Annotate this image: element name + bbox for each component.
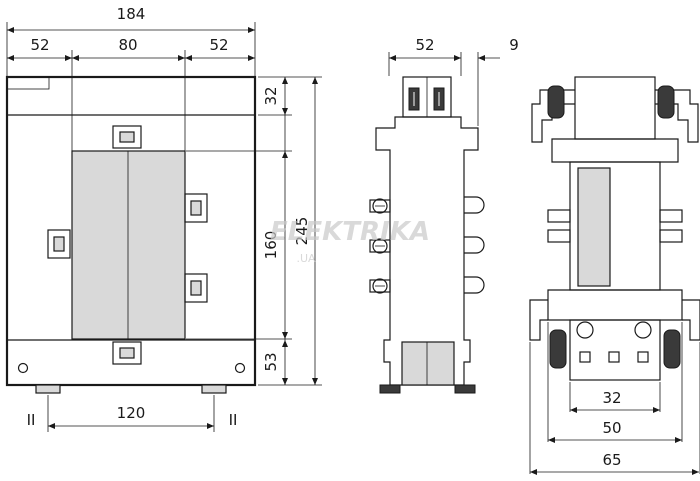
side-dimensions [388,52,500,126]
dim-side-body-width: 52 [415,36,434,54]
end-base-section [547,289,683,321]
watermark-brand: ELEKTRIKA [270,217,430,247]
dim-right-margin: 52 [209,36,228,54]
end-terminal-block [569,319,661,381]
end-tab-left-lower [547,229,571,243]
dim-bottom-height: 53 [262,352,280,371]
end-terminal-screw-left [576,321,594,339]
side-foot-right [454,384,476,394]
side-hooks-right [464,196,485,294]
front-foot-right [201,384,227,394]
end-terminal-screw-right [634,321,652,339]
front-view [5,75,257,394]
end-dimensions [529,322,700,475]
end-bottom-clip-right [663,299,700,369]
front-mount-hole-left [17,362,29,374]
front-dimensions [6,22,322,432]
dim-mount-spacing: 120 [117,404,146,422]
end-tab-right-lower [659,229,683,243]
front-body-outline [5,75,257,387]
side-view [369,76,485,394]
watermark-domain: .UA [296,252,316,265]
dim-left-margin: 52 [30,36,49,54]
front-window [71,150,186,340]
dim-overall-width: 184 [117,5,146,23]
front-foot-left [35,384,61,394]
end-top-block [574,76,656,140]
side-base-block [401,341,455,386]
end-terminal-square-left [579,351,591,363]
end-top-clip-left [531,85,575,143]
side-ribs-left [369,199,391,293]
front-clamp-right-lower [184,273,208,303]
front-clamp-left [47,229,71,259]
dim-terminal-offset: 9 [509,36,519,54]
dim-window-width: 80 [118,36,137,54]
end-upper-shoulder [551,138,679,163]
dim-end-overall-width: 65 [602,451,621,469]
end-core-window [577,167,611,287]
front-clamp-top [112,125,142,149]
side-foot-left [379,384,401,394]
side-terminals [372,198,388,294]
front-label-plate [6,76,50,90]
end-view [529,76,700,381]
section-mark-left: II [27,411,36,429]
end-terminal-square-center [608,351,620,363]
dim-top-height: 32 [262,86,280,105]
section-mark-right: II [229,411,238,429]
front-clamp-right-upper [184,193,208,223]
end-tab-right-upper [659,209,683,223]
dim-window-height: 160 [262,231,280,260]
end-bottom-clip-left [529,299,567,369]
end-tab-left-upper [547,209,571,223]
end-terminal-square-right [637,351,649,363]
dim-base-width: 50 [602,419,621,437]
end-top-clip-right [655,85,699,143]
front-clamp-bottom [112,341,142,365]
front-mount-hole-right [234,362,246,374]
dim-overall-height: 245 [293,217,311,246]
dim-terminal-spacing: 32 [602,389,621,407]
